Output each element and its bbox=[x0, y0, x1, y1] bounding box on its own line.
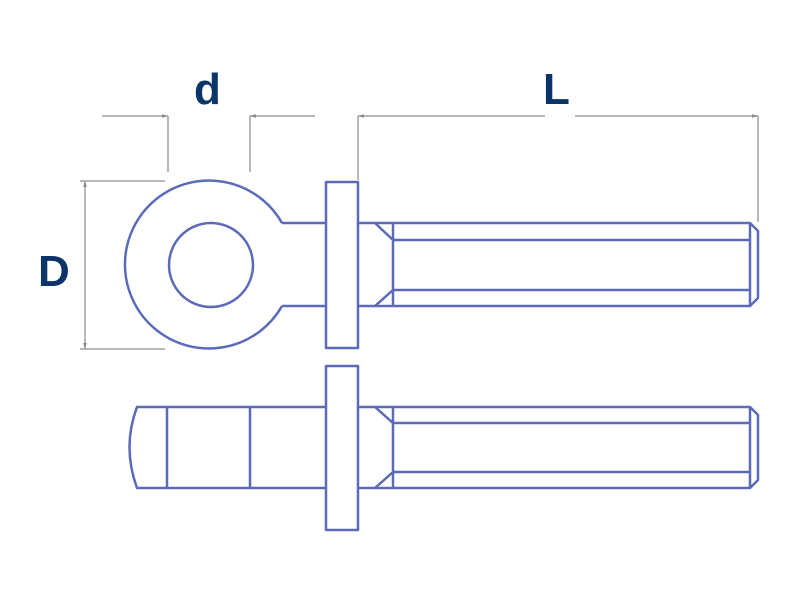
label-d: d bbox=[194, 65, 221, 114]
label-L: L bbox=[543, 65, 570, 114]
eye-bolt-side-view bbox=[128, 364, 760, 532]
dimension-L bbox=[357, 114, 759, 222]
eye-bolt-front-view bbox=[123, 179, 760, 350]
dimension-D bbox=[80, 180, 165, 350]
dimension-d bbox=[102, 114, 315, 172]
label-D: D bbox=[38, 247, 70, 296]
